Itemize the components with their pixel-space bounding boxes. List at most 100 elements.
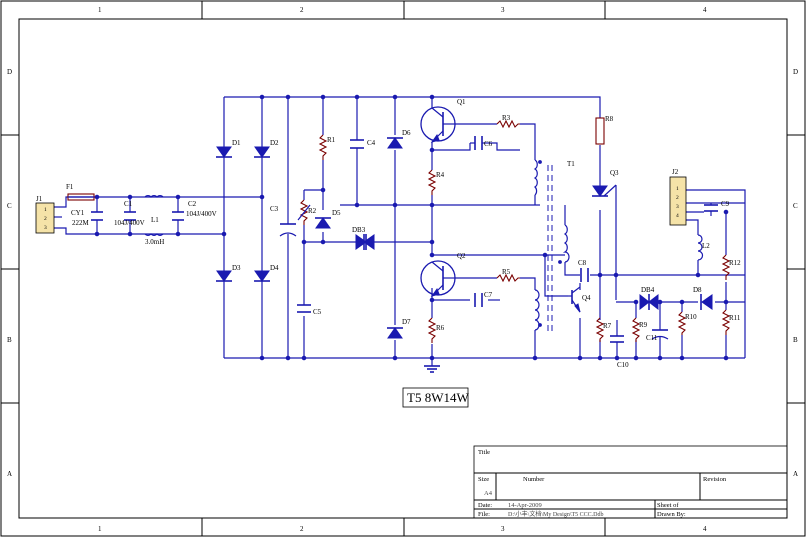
label-c10: C10 [617,361,629,369]
label-j1: J1 [36,195,43,203]
resistor-r12 [721,254,731,280]
label-c3: C3 [270,205,279,213]
fuse-f1 [67,193,95,201]
component-labels: J1 F1 CY1 222M C1 104J/400V L1 3.0mH C2 … [36,98,741,369]
label-d8: D8 [693,286,702,294]
zone-row-b-left: B [7,336,12,344]
resistor-r8 [595,117,605,145]
transistor-q2 [420,260,456,297]
ground-symbol [424,365,440,373]
file-value: D:\小丰\文档\My Design\T5 CCC.Ddb [508,510,604,518]
label-r8: R8 [605,115,614,123]
capacitor-c6 [470,136,488,150]
junctions [94,94,729,361]
diode-d1 [216,146,232,158]
label-d2: D2 [270,139,279,147]
zone-row-a-left: A [7,470,12,478]
resistor-r11 [721,309,731,335]
resistor-r1 [318,134,328,160]
diac-db4 [639,293,659,311]
label-r11: R11 [729,314,741,322]
sheet-label: Sheet of [657,502,679,509]
zone-labels: 1 2 3 4 1 2 3 4 D C B A D C B A [7,6,798,533]
diode-d5 [315,217,331,229]
zone-row-a-right: A [793,470,798,478]
label-q1: Q1 [457,98,466,106]
resistor-r10 [677,311,687,335]
capacitor-c7 [474,293,483,307]
label-db4: DB4 [641,286,655,294]
resistor-r3 [496,119,520,129]
label-r1: R1 [327,136,336,144]
size-value: A4 [484,490,493,497]
label-q3: Q3 [610,169,619,177]
resistor-r6 [427,317,437,343]
transistor-q3 [592,175,617,197]
label-r5: R5 [502,268,511,276]
zone-row-c-left: C [7,202,12,210]
label-r12: R12 [729,259,741,267]
resistor-r7 [595,317,605,342]
connector-j1: 1 2 3 [35,202,55,234]
label-d7: D7 [402,318,411,326]
label-c9: C9 [721,200,730,208]
capacitor-c11 [651,329,669,340]
diode-d3 [216,270,232,282]
label-cy1: CY1 [71,209,85,217]
label-d4: D4 [270,264,279,272]
size-label: Size [478,476,489,483]
zone-col-2-bottom: 2 [300,525,304,533]
diac-db3 [355,234,375,250]
capacitor-c9 [704,203,718,216]
label-l1: L1 [151,216,159,224]
label-j2: J2 [672,168,679,176]
resistor-r9 [631,317,641,342]
zone-row-d-right: D [793,68,798,76]
zone-col-4-top: 4 [703,6,707,14]
diode-d4 [254,270,270,282]
svg-text:1: 1 [44,207,47,213]
label-c2-value: 104J/400V [186,210,217,218]
diode-d6 [387,137,403,149]
schematic-title: T5 8W14W [407,390,469,405]
resistor-r4 [427,169,437,195]
label-f1: F1 [66,183,74,191]
svg-text:3: 3 [676,204,679,210]
label-d5: D5 [332,209,341,217]
zone-col-2-top: 2 [300,6,304,14]
svg-text:2: 2 [676,195,679,201]
label-r2: R2 [308,207,317,215]
label-c5: C5 [313,308,322,316]
zone-row-b-right: B [793,336,798,344]
label-r4: R4 [436,171,445,179]
title-block: Title Size A4 Number Revision Date: 14-A… [473,445,788,519]
label-c1-value: 104J/400V [114,219,145,227]
label-r6: R6 [436,324,445,332]
date-label: Date: [478,502,492,509]
label-d6: D6 [402,129,411,137]
label-c7: C7 [484,291,493,299]
label-c1: C1 [124,200,133,208]
transformer-t1 [533,159,570,335]
label-r10: R10 [685,313,697,321]
diode-d8 [700,294,713,310]
label-c6: C6 [484,140,493,148]
zone-col-3-top: 3 [501,6,505,14]
label-q4: Q4 [582,294,591,302]
zone-col-1-bottom: 1 [98,525,102,533]
svg-text:4: 4 [676,213,679,219]
diode-d7 [387,327,403,339]
capacitor-c2 [172,211,184,221]
label-r9: R9 [639,321,648,329]
label-db3: DB3 [352,226,366,234]
revision-label: Revision [703,476,727,483]
resistor-r5 [496,273,520,283]
zone-row-c-right: C [793,202,798,210]
drawn-by-label: Drawn By: [657,511,686,518]
capacitor-c5 [297,304,311,313]
label-l1-value: 3.0mH [145,238,164,246]
zone-col-4-bottom: 4 [703,525,707,533]
capacitor-cy1 [91,211,103,221]
title-label: Title [478,449,490,456]
date-value: 14-Apr-2009 [508,502,542,509]
